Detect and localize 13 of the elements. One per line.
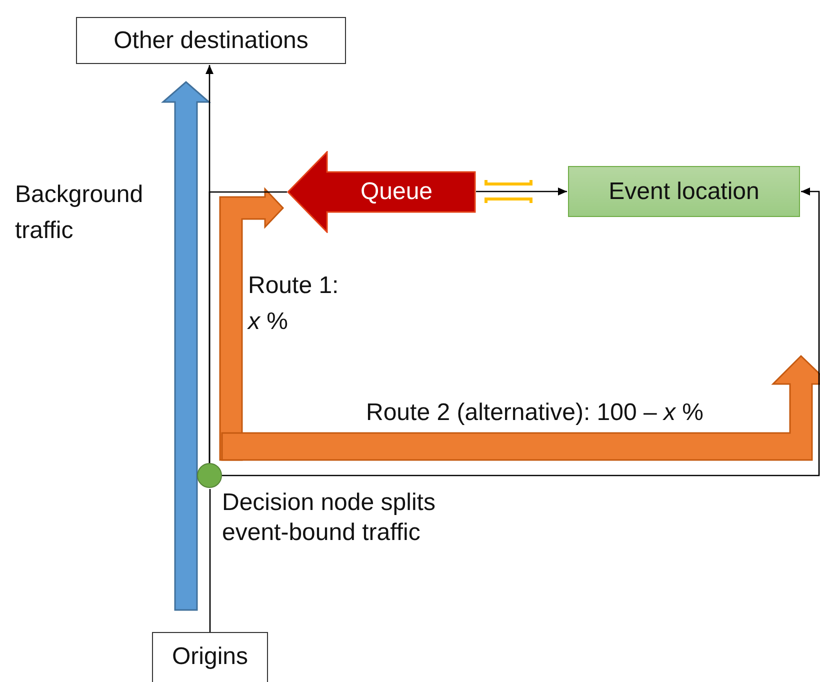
connector-line bbox=[222, 188, 820, 476]
text-label: Route 2 (alternative): 100 – x % bbox=[366, 398, 705, 428]
text-label: Background traffic bbox=[15, 180, 144, 246]
text-label: Route 1: x % bbox=[248, 271, 340, 337]
decision-node-circle bbox=[197, 463, 222, 488]
connector-line bbox=[476, 188, 567, 196]
connector-line bbox=[208, 191, 287, 463]
queue-arrow: Queue bbox=[287, 151, 476, 233]
connector-line bbox=[209, 489, 211, 632]
node-caption: Decision node splits event-bound traffic bbox=[222, 488, 436, 548]
destination-box: Other destinations bbox=[76, 17, 346, 64]
origins-box: Origins bbox=[152, 632, 268, 682]
event-location-box: Event location bbox=[568, 166, 800, 217]
